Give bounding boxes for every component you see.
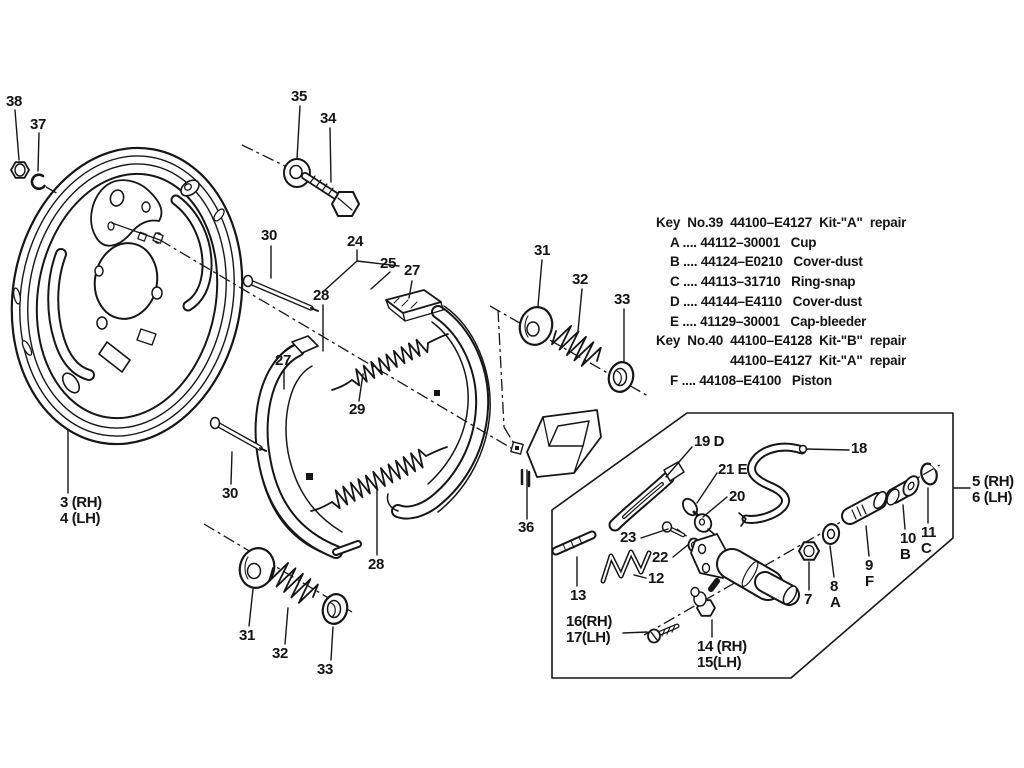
part-label-8-A: 8 A	[830, 578, 841, 611]
part-label-19-D: 19 D	[694, 433, 725, 450]
coil-spring-32-upper-drawing	[551, 325, 602, 367]
leader-lines	[14, 105, 971, 661]
brake-shoe-right-drawing	[385, 289, 531, 520]
cup-10-drawing	[886, 475, 920, 506]
snap-ring-11-drawing	[920, 462, 940, 486]
part-label-32-upper: 32	[572, 271, 588, 288]
part-label-22: 22	[652, 549, 668, 566]
adjuster-cam-20-drawing	[693, 513, 715, 535]
part-label-34: 34	[320, 110, 336, 127]
backing-plate-drawing	[10, 146, 244, 446]
part-label-23: 23	[620, 529, 636, 546]
washer-35-drawing	[283, 158, 311, 188]
part-label-32-lower: 32	[272, 645, 288, 662]
spring-seat-31-lower-drawing	[238, 547, 276, 589]
part-label-25: 25	[380, 255, 396, 272]
part-label-7: 7	[804, 591, 812, 608]
part-label-29: 29	[349, 401, 365, 418]
part-label-38: 38	[6, 93, 22, 110]
part-label-24: 24	[347, 233, 363, 250]
wheel-cylinder-body-drawing	[690, 533, 800, 606]
part-label-36: 36	[518, 519, 534, 536]
part-label-14-15: 14 (RH) 15(LH)	[697, 638, 747, 671]
piston-9-drawing	[841, 490, 887, 525]
ring-33-upper-drawing	[607, 361, 635, 393]
part-label-33-upper: 33	[614, 291, 630, 308]
part-label-31-lower: 31	[239, 627, 255, 644]
nut-7-drawing	[798, 541, 820, 561]
key-line-2: A .... 44112–30001 Cup	[670, 234, 817, 250]
bracket-36-drawing	[510, 409, 602, 478]
part-label-10-B: 10 B	[900, 530, 916, 563]
return-spring-upper-drawing	[331, 333, 449, 391]
bolt-34-drawing	[301, 172, 360, 217]
key-line-6: E .... 41129–30001 Cap-bleeder	[670, 313, 867, 329]
part-label-5-6: 5 (RH) 6 (LH)	[972, 473, 1014, 506]
part-label-12: 12	[648, 570, 664, 587]
parking-lever-18-drawing	[738, 442, 808, 527]
part-label-37: 37	[30, 116, 46, 133]
washer-8-drawing	[821, 523, 841, 545]
part-label-31-upper: 31	[534, 242, 550, 259]
key-line-1: Key No.39 44100–E4127 Kit-"A" repair	[656, 215, 907, 230]
bleeder-14-drawing	[690, 586, 716, 617]
key-line-8: 44100–E4127 Kit-"A" repair	[730, 352, 907, 368]
key-line-4: C .... 44113–31710 Ring-snap	[670, 274, 856, 290]
part-label-30-upper: 30	[261, 227, 277, 244]
part-label-18: 18	[851, 440, 867, 457]
part-label-35: 35	[291, 88, 307, 105]
leaf-spring-13-drawing	[551, 530, 597, 556]
key-line-5: D .... 44144–E4110 Cover-dust	[670, 293, 862, 309]
part-label-33-lower: 33	[317, 661, 333, 678]
part-label-16-17: 16(RH) 17(LH)	[566, 613, 612, 646]
part-label-20: 20	[729, 488, 745, 505]
part-label-21-E: 21 E	[718, 461, 748, 478]
spring-seat-31-upper-drawing	[518, 306, 554, 346]
screw-16-drawing	[647, 623, 680, 644]
part-label-27-upper: 27	[404, 262, 420, 279]
brake-shoe-left-drawing	[254, 335, 362, 559]
key-block: Key No.39 44100–E4127 Kit-"A" repair A .…	[656, 213, 906, 390]
coil-spring-32-lower-drawing	[268, 562, 319, 604]
part-label-13: 13	[570, 587, 586, 604]
key-line-9: F .... 44108–E4100 Piston	[670, 372, 832, 388]
washer-37-drawing	[30, 173, 46, 191]
part-label-11-C: 11 C	[921, 524, 937, 557]
return-spring-lower-drawing	[310, 446, 448, 512]
part-label-3-4: 3 (RH) 4 (LH)	[60, 494, 102, 527]
inset-boundary	[551, 412, 954, 679]
part-label-30-lower: 30	[222, 485, 238, 502]
part-label-28-upper: 28	[313, 287, 329, 304]
adjuster-lever-19-drawing	[608, 461, 685, 532]
ring-33-lower-drawing	[321, 593, 349, 625]
part-label-28-lower: 28	[368, 556, 384, 573]
nut-38-drawing	[10, 161, 30, 179]
part-label-27-left: 27	[275, 352, 291, 369]
pin-23-drawing	[661, 521, 686, 538]
key-line-3: B .... 44124–E0210 Cover-dust	[670, 254, 863, 270]
part-label-9-F: 9 F	[865, 557, 874, 590]
holddown-pin-upper-drawing	[242, 274, 319, 312]
anti-rattle-spring-12-drawing	[600, 549, 652, 584]
key-line-7: Key No.40 44100–E4128 Kit-"B" repair	[656, 333, 907, 349]
holddown-pin-lower-drawing	[209, 416, 267, 452]
